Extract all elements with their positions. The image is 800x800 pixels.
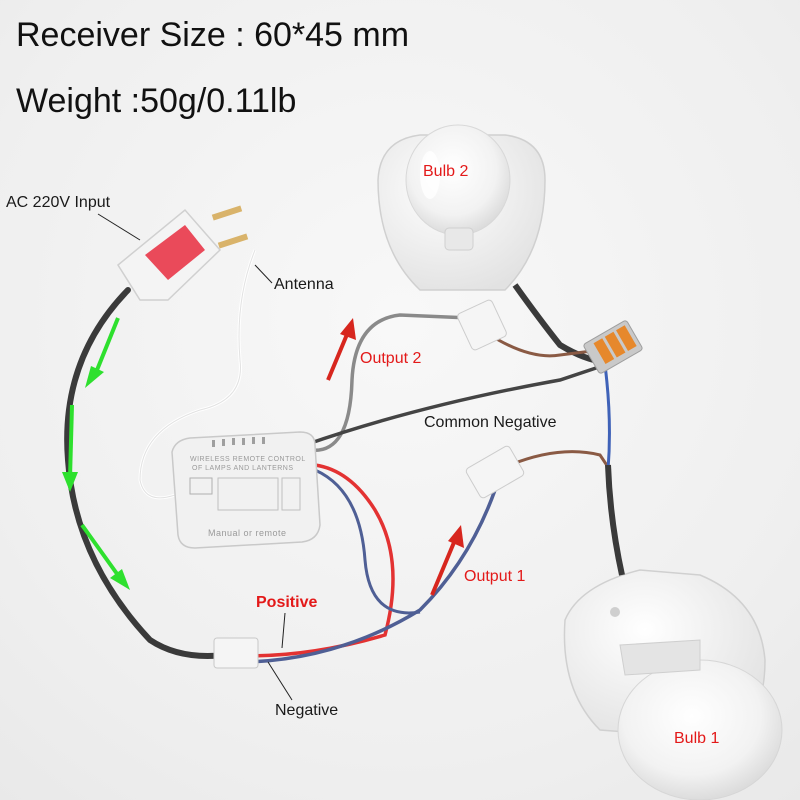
bulb-1-assembly (564, 570, 782, 800)
antenna-leader (255, 265, 272, 283)
antenna-label: Antenna (274, 276, 334, 294)
positive-label: Positive (256, 594, 317, 612)
input-terminal (214, 638, 258, 668)
output-1-label: Output 1 (464, 568, 525, 586)
output-2-label: Output 2 (360, 350, 421, 368)
negative-label: Negative (275, 702, 338, 720)
bulb-2-label: Bulb 2 (423, 163, 468, 181)
module-label-line2: OF LAMPS AND LANTERNS (192, 465, 294, 472)
ac-input-leader (98, 214, 140, 240)
module-label-line3: Manual or remote (208, 528, 287, 538)
common-negative-label: Common Negative (424, 414, 557, 432)
positive-leader (282, 613, 285, 648)
receiver-size-title: Receiver Size : 60*45 mm (16, 16, 409, 55)
bulb-2-assembly (378, 125, 545, 290)
module-label-line1: WIRELESS REMOTE CONTROL (190, 456, 306, 463)
output-1-terminal (465, 445, 525, 499)
negative-leader (268, 662, 292, 700)
lever-connector (583, 320, 643, 374)
flow-arrow-1 (85, 318, 118, 388)
output-2-terminal (456, 299, 507, 351)
power-plug (118, 206, 248, 300)
weight-title: Weight :50g/0.11lb (16, 82, 296, 121)
bulb-1-label: Bulb 1 (674, 730, 719, 748)
ac-input-label: AC 220V Input (6, 194, 110, 212)
